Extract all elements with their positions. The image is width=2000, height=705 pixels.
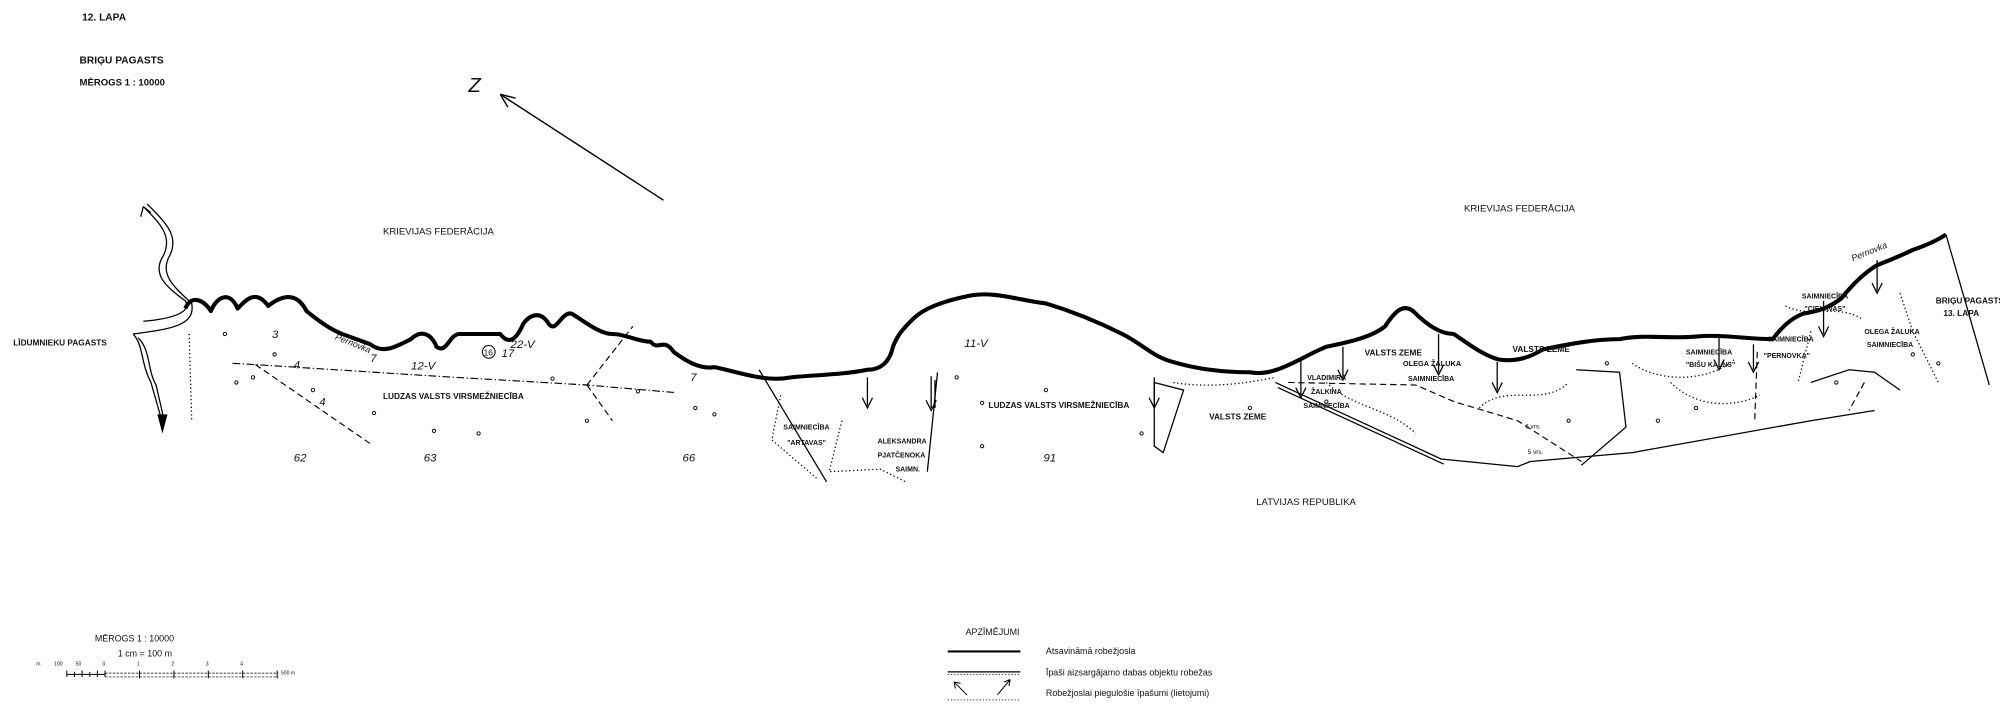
scale-bar: m 100 50 0 1 2 3 4 500 m [36, 661, 295, 679]
building-5-vrs: 5 vrs. [1528, 449, 1544, 456]
farm-label: OLEGA ŽALUKA [1403, 359, 1462, 368]
scale-tick: m [36, 661, 40, 667]
farm-label: "ARTAVAS" [787, 440, 826, 447]
compartment-7: 7 [690, 372, 697, 384]
label-next-sheet: BRIĢU PAGASTS [1936, 296, 2000, 305]
north-label: Z [467, 75, 482, 97]
label-river: Pernovka [334, 332, 373, 355]
compartment-66: 66 [683, 453, 696, 465]
scale-tick: 500 m [281, 670, 295, 676]
border-mark-22v: 22-V [509, 339, 536, 351]
label-forestry-mid: LUDZAS VALSTS VIRSMEŽNIECĪBA [989, 399, 1130, 410]
river-west [132, 203, 193, 434]
label-state-land-2: VALSTS ZEME [1365, 349, 1423, 358]
scale-title: MĒROGS 1 : 10000 [95, 633, 174, 643]
compartment-16: 16 [484, 349, 494, 358]
farm-label: SAIMNIECĪBA [1686, 348, 1732, 356]
sheet-number: 12. LAPA [82, 12, 127, 23]
farm-label: VLADIMIRA [1307, 375, 1346, 382]
legend-label: Atsavināmā robežjosla [1046, 646, 1136, 656]
farm-pjatcenoka: ALEKSANDRA PJATČENOKA SAIMN. [878, 439, 927, 474]
label-lidumnieku: LĪDUMNIEKU PAGASTS [13, 337, 107, 347]
farm-zalkina: VLADIMIRA ŽALKINA SAIMNIECĪBA [1303, 375, 1349, 410]
legend-title: APZĪMĒJUMI [966, 627, 1020, 637]
compartment-4: 4 [294, 359, 300, 371]
building-6-vrs: 6 vrs. [1525, 423, 1541, 430]
farm-pernovka: SAIMNIECĪBA "PERNOVKA" [1764, 336, 1814, 361]
parish-title: BRIĢU PAGASTS [80, 56, 164, 67]
scale-tick: 0 [102, 661, 105, 667]
farm-cielavas: SAIMNIECĪBA "CIELAVAS" [1802, 292, 1848, 313]
farm-artavas: SAIMNIECĪBA "ARTAVAS" [783, 424, 829, 447]
scale-tick: 2 [171, 661, 174, 667]
scale-tick: 1 [137, 661, 140, 667]
label-state-land-3: VALSTS ZEME [1512, 345, 1570, 354]
label-russia-east: KRIEVIJAS FEDERĀCIJA [1464, 204, 1576, 215]
legend-item-protected-area: Īpaši aizsargājamo dabas objektu robežas [947, 668, 1213, 678]
farm-label: SAIMNIECĪBA [1867, 341, 1913, 349]
farm-label: "BIŠU KALNS" [1686, 360, 1735, 369]
label-next-sheet-number: 13. LAPA [1943, 309, 1979, 318]
compartment-62: 62 [294, 453, 307, 465]
map-scale: MĒROGS 1 : 10000 [80, 77, 165, 88]
compartment-7b: 7 [370, 353, 377, 365]
compartment-91: 91 [1043, 453, 1056, 465]
property-arrows [861, 260, 1883, 410]
farm-label: SAIMNIECĪBA [1303, 402, 1349, 410]
label-river-east: Pernovka [1850, 240, 1889, 263]
survey-points [222, 331, 1941, 449]
compartment-3: 3 [272, 329, 279, 341]
farm-zaluka-1: OLEGA ŽALUKA SAIMNIECĪBA [1403, 359, 1462, 383]
label-state-land-1: VALSTS ZEME [1209, 412, 1267, 421]
border-zone-line [183, 232, 1948, 381]
scale-tick: 3 [206, 661, 209, 667]
farm-label: PJATČENOKA [878, 451, 926, 460]
compartment-16-circle [481, 344, 496, 359]
farm-label: "PERNOVKA" [1764, 353, 1810, 360]
scale-ratio: 1 cm = 100 m [118, 649, 172, 659]
farm-label: OLEGA ŽALUKA [1864, 327, 1919, 336]
scale-tick: 100 [54, 661, 63, 667]
compartment-17: 17 [502, 348, 515, 360]
farm-label: ALEKSANDRA [878, 439, 927, 446]
north-arrow-icon: Z [467, 75, 664, 201]
label-forestry-west: LUDZAS VALSTS VIRSMEŽNIECĪBA [383, 390, 524, 401]
farm-label: SAIMNIECĪBA [1767, 336, 1813, 344]
legend-label: Īpaši aizsargājamo dabas objektu robežas [1046, 668, 1213, 678]
compartment-4b: 4 [319, 396, 325, 408]
label-russia-west: KRIEVIJAS FEDERĀCIJA [383, 227, 495, 238]
farm-label: SAIMNIECĪBA [1802, 292, 1848, 300]
border-mark-12v: 12-V [411, 361, 437, 373]
sheet-edge-line [1945, 234, 1990, 386]
farm-label: ŽALKINA [1311, 387, 1342, 396]
farm-label: SAIMNIECĪBA [783, 424, 829, 432]
scale-tick: 4 [240, 661, 243, 667]
label-latvia: LATVIJAS REPUBLIKA [1256, 497, 1356, 508]
compartment-63: 63 [424, 453, 437, 465]
legend-label: Robežjoslai piegulošie īpašumi (lietojum… [1046, 688, 1209, 698]
scale-tick: 50 [76, 661, 82, 667]
farm-label: "CIELAVAS" [1804, 306, 1845, 313]
farm-label: SAIMN. [895, 467, 920, 474]
legend-item-adjacent-properties: Robežjoslai piegulošie īpašumi (lietojum… [947, 679, 1209, 701]
legend-item-border-zone: Atsavināmā robežjosla [947, 646, 1136, 656]
farm-label: SAIMNIECĪBA [1408, 375, 1454, 383]
farm-bisu-kalns: SAIMNIECĪBA "BIŠU KALNS" [1686, 348, 1735, 369]
farm-zaluka-2: OLEGA ŽALUKA SAIMNIECĪBA [1864, 327, 1919, 349]
border-mark-11v: 11-V [964, 338, 989, 350]
